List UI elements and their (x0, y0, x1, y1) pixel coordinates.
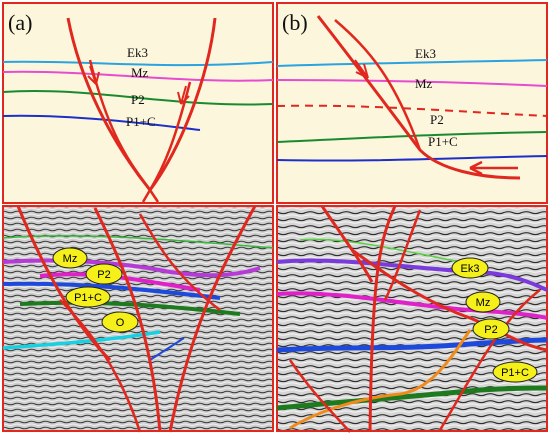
panel-b-frame (276, 2, 548, 204)
horizon-label-ek3-b: Ek3 (415, 46, 436, 61)
arrow-icon (354, 59, 369, 79)
seismic-b-horizon-orange (289, 329, 472, 430)
fault-a-root (141, 189, 160, 203)
horizon-label-p2-b: P2 (430, 112, 444, 127)
horizon-ek3-a (2, 60, 274, 67)
horizon-p2-a (2, 89, 274, 106)
svg-text:Mz: Mz (476, 297, 491, 309)
oval-ek3-b: Ek3 (451, 257, 489, 279)
seismic-a-fault-2 (93, 207, 162, 433)
seismic-a: Mz P2 P1+C O (2, 205, 274, 433)
panel-b-schematic: (b) Ek3 Mz P2 P1+C (276, 2, 548, 204)
seismic-b-fault-2 (368, 205, 397, 433)
seismic-b-fault-6 (438, 289, 541, 431)
horizon-p2-dashed-b (276, 104, 548, 117)
seismic-a-fault-4 (138, 213, 221, 311)
svg-text:Mz: Mz (63, 253, 78, 265)
seismic-b-horizon-green (299, 238, 461, 263)
seismic-b-fault-3 (383, 209, 422, 301)
seismic-b-fault-4 (351, 248, 548, 352)
panel-a-schematic: (a) Ek3 Mz P2 P1+C (2, 2, 274, 204)
seismic-a-fault-3 (168, 205, 257, 433)
seismic-a-frame (2, 205, 274, 432)
svg-text:Ek3: Ek3 (461, 263, 480, 275)
arrow-icon (469, 160, 518, 176)
oval-p2-b: P2 (472, 318, 510, 340)
horizon-mz-b (276, 79, 548, 87)
panel-a-label: (a) (8, 10, 32, 35)
seismic-a-horizon-green (2, 235, 274, 249)
horizon-label-ek3-a: Ek3 (127, 45, 148, 60)
arrow-icon (87, 65, 100, 85)
seismic-a-horizon-mz (2, 258, 261, 278)
seismic-a-fault-5 (59, 299, 142, 433)
svg-text:P1+C: P1+C (74, 292, 102, 304)
oval-mz-a: Mz (52, 247, 88, 269)
horizon-label-p1c-a: P1+C (126, 114, 156, 129)
horizon-mz-a (2, 70, 274, 82)
seismic-a-horizon-p1c (2, 281, 221, 300)
seismic-a-horizon-dkgreen (19, 300, 241, 316)
arrow-icon (177, 85, 190, 105)
panel-b-label: (b) (282, 10, 308, 35)
oval-mz-b: Mz (465, 291, 501, 313)
oval-p2-a: P2 (85, 263, 123, 285)
oval-o-a: O (101, 311, 139, 333)
horizon-p2-b (276, 131, 548, 143)
panel-a-frame (2, 2, 274, 204)
oval-p1c-b: P1+C (492, 361, 538, 383)
svg-text:P2: P2 (97, 269, 110, 281)
seismic-b-frame (276, 205, 548, 432)
horizon-label-p1c-b: P1+C (428, 134, 458, 149)
horizon-label-p2-a: P2 (131, 92, 145, 107)
seismic-b: Ek3 Mz P2 P1+C (276, 205, 548, 433)
seismic-a-horizon-blue-short (149, 337, 185, 361)
horizon-label-mz-a: Mz (131, 65, 149, 80)
fault-b-branch (334, 19, 422, 151)
seismic-b-fault-1 (320, 205, 374, 283)
svg-text:P2: P2 (484, 324, 497, 336)
fault-a-inner-left (88, 59, 152, 191)
seismic-b-horizon-mz (276, 291, 548, 320)
oval-p1c-a: P1+C (65, 286, 111, 308)
horizon-label-mz-b: Mz (415, 76, 433, 91)
svg-text:P1+C: P1+C (501, 367, 529, 379)
svg-text:O: O (116, 317, 125, 329)
horizon-p1c-b (276, 155, 548, 162)
seismic-b-fault-5 (288, 359, 351, 433)
fault-a-right (148, 17, 217, 191)
horizon-ek3-b (276, 59, 548, 67)
